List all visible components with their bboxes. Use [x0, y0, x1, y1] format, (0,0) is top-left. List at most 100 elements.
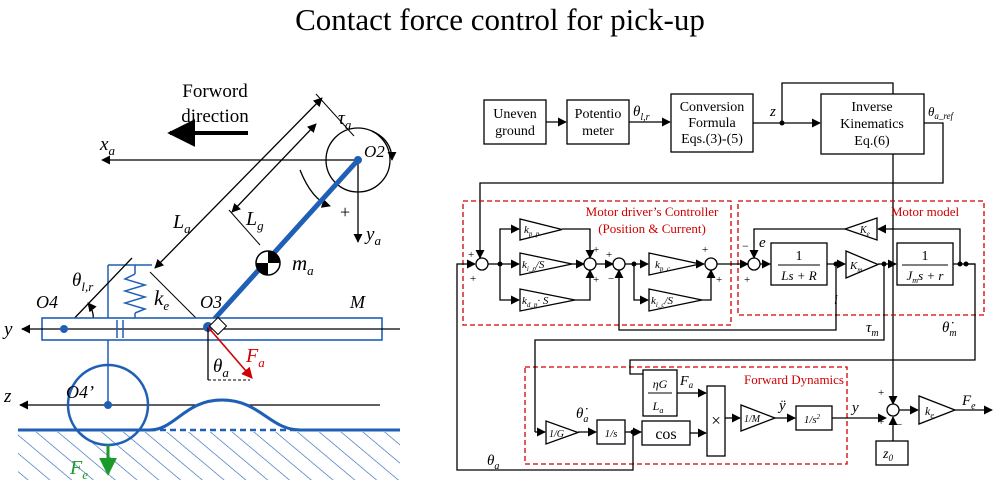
theta-lr-signal: θl,r [633, 104, 650, 123]
theta-lr-line [65, 257, 133, 328]
lg-ext [228, 209, 261, 246]
link-arm [206, 158, 360, 328]
position-summer [475, 257, 489, 271]
motor-model-box [737, 200, 985, 316]
y-label: y [2, 319, 13, 340]
svg-text:kp_p: kp_p [524, 224, 540, 238]
svg-text:Ls + R: Ls + R [780, 268, 817, 283]
theta-dot-m-label: θ̇m [942, 320, 957, 339]
svg-text:z0: z0 [882, 447, 893, 463]
svg-text:(Position & Current): (Position & Current) [598, 221, 706, 236]
svg-text:Km: Km [849, 260, 862, 274]
kic-gain [648, 288, 703, 312]
angle-arc [299, 169, 331, 208]
svg-text:+: + [593, 244, 599, 256]
plus-sign: + [340, 202, 350, 222]
svg-text:1: 1 [796, 249, 803, 264]
z-signal: z [769, 104, 776, 120]
svg-text:−: − [896, 419, 902, 431]
svg-text:+: + [878, 416, 884, 428]
uneven-ground-block [483, 99, 547, 145]
svg-text:ground: ground [495, 124, 535, 139]
km-gain [845, 250, 880, 279]
o3-label: O3 [200, 292, 222, 312]
svg-text:+: + [606, 249, 612, 261]
svg-text:+: + [716, 274, 722, 286]
inv-g-gain [545, 420, 580, 445]
ke-label: ke [154, 286, 169, 313]
lg-label: Lg [245, 208, 264, 233]
block-diagram: Uneven ground Potentio meter θl,r Conver… [456, 82, 993, 472]
fa-label: Fa [245, 345, 265, 370]
svg-text:Motor driver’s Controller: Motor driver’s Controller [586, 204, 719, 219]
mechanism-diagram: Forword direction xa ya τa O2 + La Lg m [2, 81, 400, 482]
lg-dimension [231, 123, 317, 213]
theta-dot-a-label: θ̇a [576, 406, 588, 425]
cos-block [641, 420, 691, 446]
electrical-block [770, 242, 828, 286]
svg-text:kp_c: kp_c [655, 259, 671, 273]
svg-text:1/M: 1/M [744, 414, 761, 425]
ya-label: ya [364, 224, 381, 248]
svg-text:Jms + r: Jms + r [907, 268, 945, 285]
e-label: e [759, 235, 766, 251]
m-label: M [349, 292, 366, 312]
svg-text:+: + [468, 249, 474, 261]
svg-text:ki_c/S: ki_c/S [651, 295, 674, 309]
spring [122, 273, 148, 314]
fe-label: Fe [69, 457, 88, 482]
output-summer [886, 403, 900, 417]
svg-text:Conversion: Conversion [680, 100, 745, 115]
svg-text:Formula: Formula [688, 116, 736, 131]
mechanical-block [896, 242, 954, 286]
inverse-kinematics-block [820, 93, 925, 155]
fa-arrow [207, 326, 253, 379]
inv-m-gain [740, 404, 777, 432]
o2-label: O2 [364, 142, 385, 161]
z-label: z [3, 386, 12, 407]
voltage-summer [747, 257, 761, 271]
o4p-label: O4’ [66, 382, 94, 402]
svg-text:Motor model: Motor model [891, 204, 960, 219]
theta-a-signal: θa [487, 453, 499, 472]
svg-text:Eqs.(3)-(5): Eqs.(3)-(5) [681, 132, 743, 147]
kdp-gain [519, 288, 576, 312]
svg-text:Kinematics: Kinematics [840, 117, 904, 132]
tau-arrow [371, 130, 397, 161]
ma-label: ma [292, 251, 314, 278]
svg-text:La: La [652, 399, 664, 415]
theta-lr-label: θl,r [72, 270, 94, 294]
ke-output-gain [918, 395, 957, 425]
svg-text:+: + [878, 387, 884, 399]
xa-label: xa [99, 134, 115, 158]
svg-text:meter: meter [582, 124, 614, 139]
svg-text:Potentio: Potentio [575, 107, 622, 122]
svg-text:+: + [593, 274, 599, 286]
theta-a-label: θa [213, 356, 229, 380]
multiplier-block [706, 385, 726, 457]
kpp-gain [519, 218, 563, 241]
svg-text:−: − [608, 273, 614, 285]
svg-text:Uneven: Uneven [493, 107, 537, 122]
ydd-label: ÿ [777, 398, 786, 414]
svg-text:ηG: ηG [653, 377, 668, 391]
svg-text:Forward Dynamics: Forward Dynamics [744, 372, 844, 387]
svg-text:+: + [702, 244, 708, 256]
z0-block [875, 440, 909, 466]
svg-text:Eq.(6): Eq.(6) [854, 134, 890, 149]
svg-text:ke: ke [925, 404, 934, 420]
theta-ref-signal: θa_ref [928, 104, 955, 121]
controller-box [462, 200, 732, 326]
svg-text:+: + [470, 273, 476, 285]
la-label: La [172, 211, 191, 236]
o2-joint [354, 156, 362, 164]
conversion-block [670, 93, 754, 153]
double-integrator-block [795, 405, 833, 431]
la-ext-1 [149, 271, 201, 323]
page-title: Contact force control for pick-up [295, 2, 705, 37]
pid-summer [583, 257, 597, 271]
current-summer [612, 257, 626, 271]
forward-label-line1: Forword [182, 81, 248, 102]
fa-signal: Fa [679, 374, 694, 390]
